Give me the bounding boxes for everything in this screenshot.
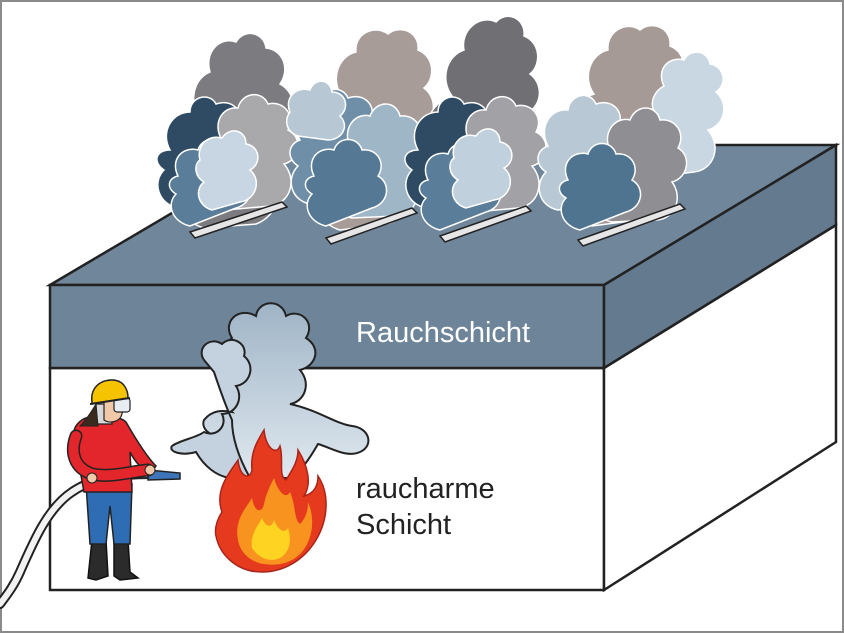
fire-icon (214, 427, 327, 573)
low-smoke-label-line1: raucharme (356, 473, 495, 505)
smoke-layer-label: Rauchschicht (356, 317, 530, 349)
firefighter-icon (0, 379, 181, 609)
rising-smoke-cloud (170, 302, 370, 479)
roof-vent-4 (537, 25, 725, 247)
low-smoke-label-line2: Schicht (356, 509, 451, 541)
roof-vent-3 (404, 15, 547, 243)
roof-vent-1 (156, 32, 299, 239)
smoke-vent-icon (156, 15, 725, 247)
smoke-layer-side (602, 142, 838, 371)
smoke-layer-front (48, 283, 606, 370)
roof-vent-2 (285, 29, 435, 245)
